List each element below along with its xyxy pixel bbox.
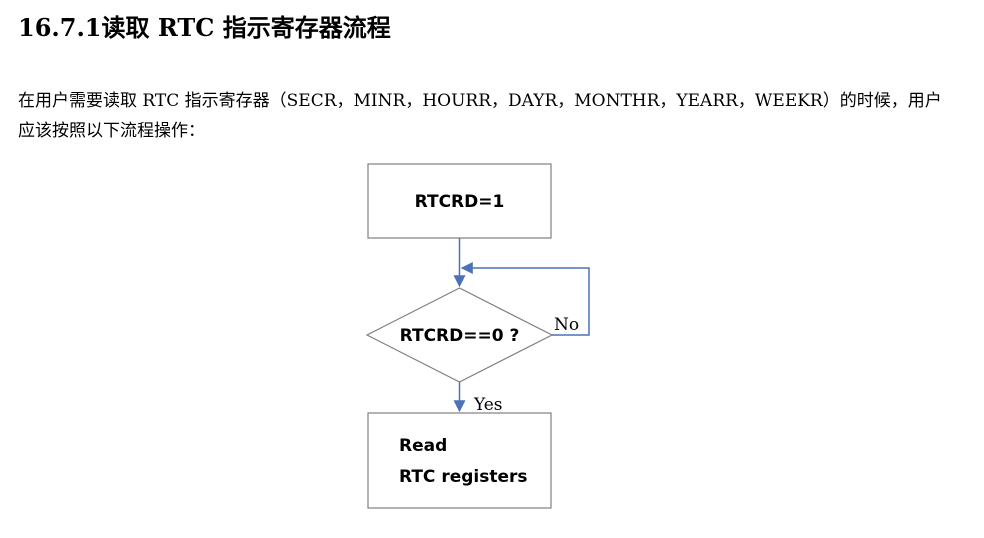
start-process-label: RTCRD=1	[415, 192, 505, 212]
intro-paragraph: 在用户需要读取 RTC 指示寄存器（SECR，MINR，HOURR，DAYR，M…	[18, 86, 958, 146]
no-label: No	[554, 315, 579, 335]
paragraph-line-1: 在用户需要读取 RTC 指示寄存器（SECR，MINR，HOURR，DAYR，M…	[18, 91, 942, 111]
yes-label: Yes	[473, 395, 503, 415]
section-heading: 16.7.1读取 RTC 指示寄存器流程	[18, 13, 391, 42]
decision-label: RTCRD==0 ?	[400, 326, 520, 346]
paragraph-line-2: 应该按照以下流程操作：	[18, 121, 205, 141]
start-process-box	[367, 163, 552, 239]
read-registers-box	[367, 412, 552, 509]
read-label: Read	[399, 436, 447, 456]
rtc-registers-label: RTC registers	[399, 467, 528, 487]
arrow-no-loop	[460, 262, 590, 336]
